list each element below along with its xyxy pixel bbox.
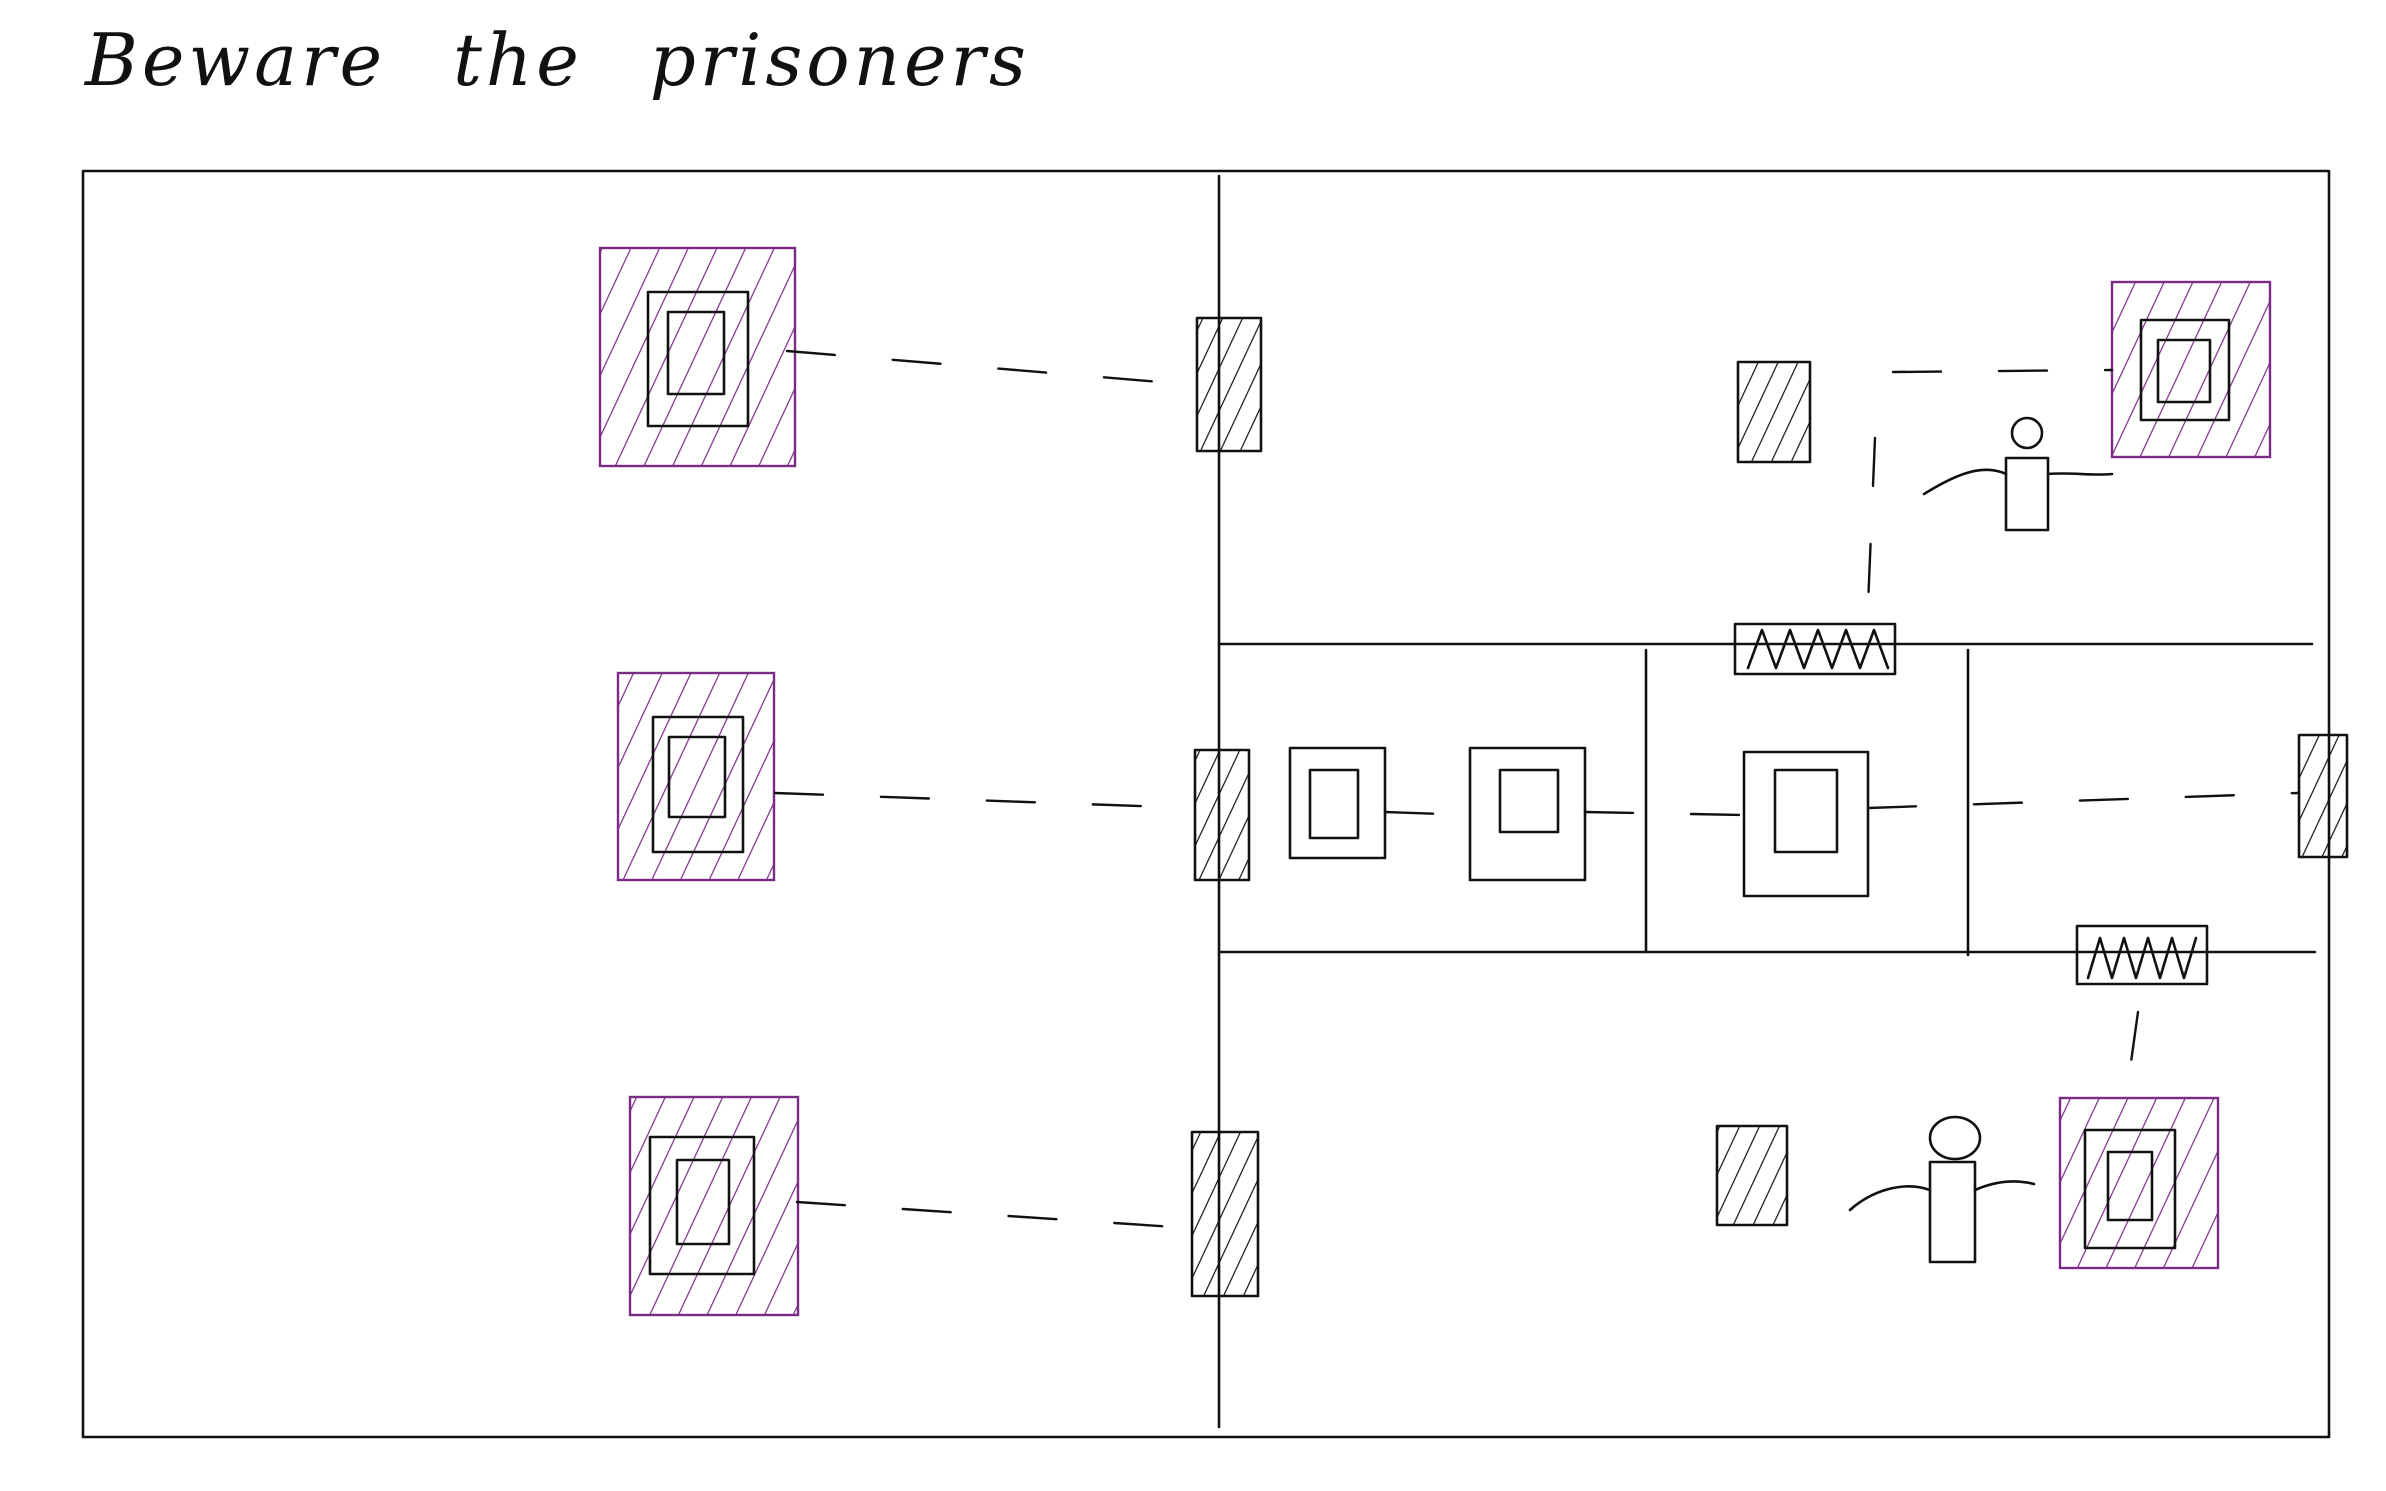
door-1: [1195, 316, 1263, 453]
wire-6: [1383, 810, 1472, 817]
prisoner-cell-4: [2110, 280, 2272, 459]
door-5: [1715, 1124, 1789, 1227]
prisoner-cell-5: [2058, 1096, 2220, 1270]
guard-figure-1: [1922, 416, 2114, 532]
door-6: [2297, 733, 2349, 859]
guard-figure-2: [1848, 1115, 2036, 1264]
wire-9: [2124, 1010, 2140, 1100]
wire-4: [1891, 368, 2114, 374]
crate-1: [1288, 746, 1387, 860]
prisoner-cell-2: [616, 671, 776, 882]
crate-2: [1468, 746, 1587, 882]
prisoner-cell-1: [598, 246, 797, 468]
crate-3: [1742, 750, 1870, 898]
wire-5: [1866, 436, 1877, 607]
wire-2: [773, 791, 1196, 810]
barrier-gate-1: [1733, 622, 1897, 676]
wire-8: [1866, 791, 2300, 810]
wire-1: [785, 349, 1198, 387]
prisoner-cell-3: [628, 1095, 800, 1317]
wire-3: [795, 1200, 1192, 1230]
door-3: [1190, 1130, 1260, 1298]
door-4: [1736, 360, 1812, 464]
door-2: [1193, 748, 1251, 882]
wire-7: [1583, 810, 1746, 817]
barrier-gate-2: [2075, 924, 2209, 986]
sketch-title: Beware the prisoners: [85, 18, 1030, 102]
